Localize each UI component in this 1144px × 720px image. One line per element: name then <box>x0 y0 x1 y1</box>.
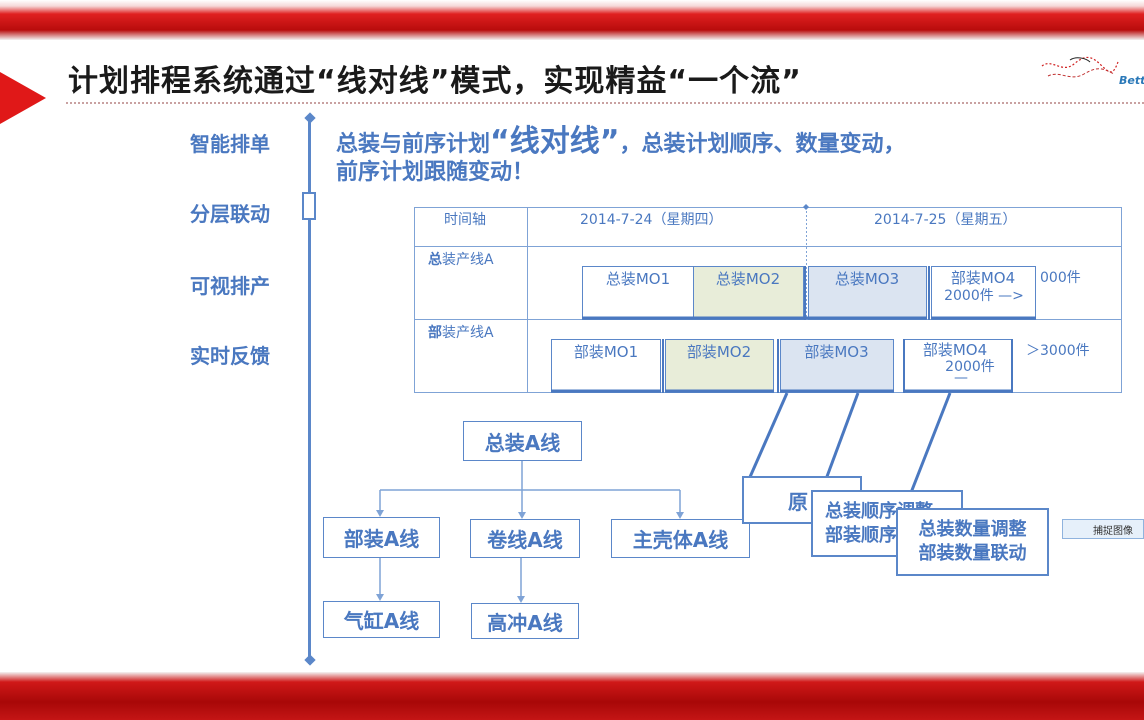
capture-image-button[interactable]: 捕捉图像 <box>1062 519 1144 539</box>
callout-quantity-adjust: 总装数量调整 部装数量联动 <box>896 508 1049 576</box>
timeline-day1: 2014-7-24（星期四） <box>580 212 723 228</box>
nav-track <box>308 118 311 664</box>
callout-order-line2: 部装顺序 <box>825 524 897 546</box>
callout-qty-line2: 部装数量联动 <box>918 543 1027 564</box>
block-sub-mo1[interactable]: 部装MO1 <box>573 343 639 361</box>
row2-mo4-dash: — <box>954 370 968 386</box>
block-row1-mo4[interactable]: 部装MO4 <box>950 269 1016 287</box>
headline-line1: 总装与前序计划“线对线”，总装计划顺序、数量变动， <box>336 116 905 160</box>
nav-item-realtime-feedback[interactable]: 实时反馈 <box>190 344 270 368</box>
headline-part2: ，总装计划顺序、数量变动， <box>619 132 906 157</box>
timeline-axis-label: 时间轴 <box>444 212 486 228</box>
top-red-band <box>0 0 1144 40</box>
slide-title: 计划排程系统通过“线对线”模式，实现精益“一个流” <box>68 64 802 99</box>
nav-item-visual-scheduling[interactable]: 可视排产 <box>190 274 270 298</box>
logo-mark-icon <box>1041 56 1119 78</box>
nav-active-marker[interactable] <box>302 192 316 220</box>
headline-quote: “线对线” <box>490 124 620 159</box>
tree-grandchild-stamping-line[interactable]: 高冲A线 <box>471 603 579 639</box>
tree-root-assembly-line[interactable]: 总装A线 <box>463 421 582 461</box>
bottom-red-band <box>0 672 1144 720</box>
block-assembly-mo3[interactable]: 总装MO3 <box>834 270 900 288</box>
logo-text: Better <box>1119 74 1144 87</box>
tree-child-housing-line[interactable]: 主壳体A线 <box>611 519 750 558</box>
row1-overflow: 000件 <box>1040 270 1081 286</box>
row-label-assembly: 总装产线A <box>428 252 494 268</box>
row2-overflow: ＞3000件 <box>1026 343 1090 359</box>
nav-item-smart-scheduling[interactable]: 智能排单 <box>190 132 270 156</box>
nav-item-layered-linkage[interactable]: 分层联动 <box>190 202 270 226</box>
headline-part1: 总装与前序计划 <box>336 132 491 157</box>
block-sub-mo3[interactable]: 部装MO3 <box>804 343 869 361</box>
block-sub-mo2[interactable]: 部装MO2 <box>686 343 752 361</box>
row1-mo4-qty: 2000件 —> <box>944 288 1024 304</box>
block-assembly-mo2[interactable]: 总装MO2 <box>715 270 781 288</box>
block-sub-mo4[interactable]: 部装MO4 <box>922 341 988 359</box>
headline-line2: 前序计划跟随变动！ <box>336 160 535 185</box>
block-assembly-mo1[interactable]: 总装MO1 <box>605 270 671 288</box>
row2-mo4-qty: 2000件 <box>945 359 995 375</box>
title-divider <box>66 102 1144 104</box>
red-arrow-icon <box>0 72 46 124</box>
callout-qty-line1: 总装数量调整 <box>918 519 1027 540</box>
tree-child-subassembly-line[interactable]: 部装A线 <box>323 517 440 558</box>
tree-child-winding-line[interactable]: 卷线A线 <box>470 519 580 558</box>
row-label-subassembly: 部装产线A <box>428 325 494 341</box>
tree-grandchild-cylinder-line[interactable]: 气缸A线 <box>323 601 440 638</box>
timeline-day2: 2014-7-25（星期五） <box>874 212 1017 228</box>
